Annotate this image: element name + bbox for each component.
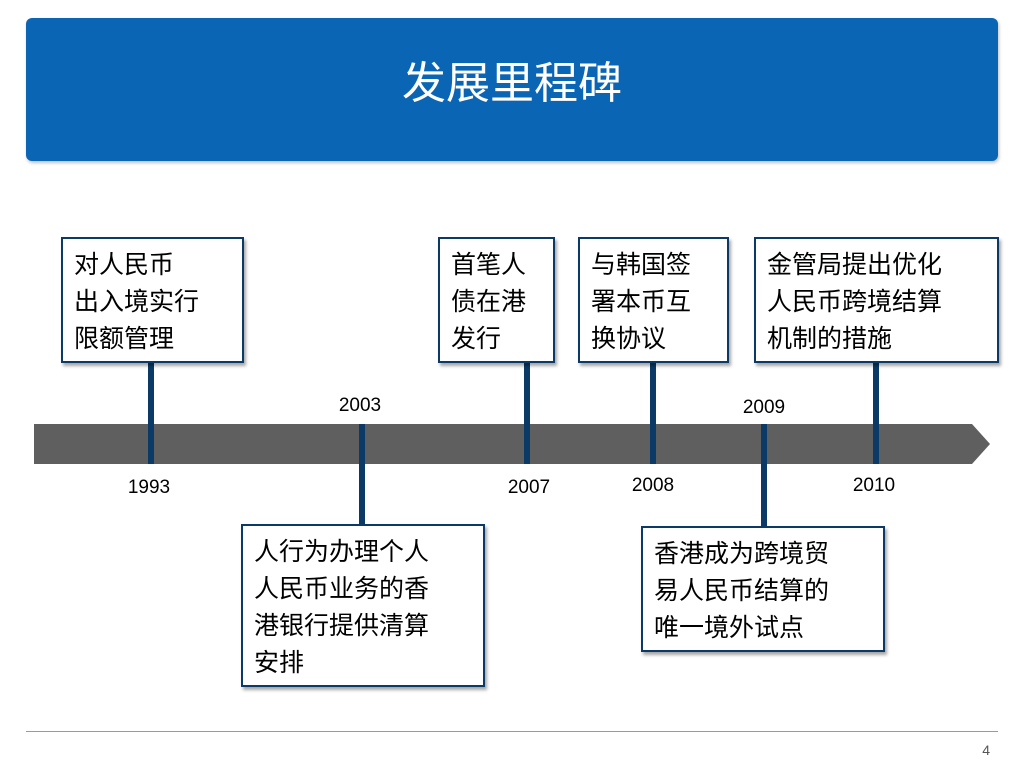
event-1993-line: 出入境实行 xyxy=(74,287,200,316)
connector-1993 xyxy=(148,361,154,464)
event-box-1993: 对人民币 出入境实行 限额管理 xyxy=(61,237,244,363)
event-2007-line: 首笔人 xyxy=(451,250,527,279)
connector-2008 xyxy=(650,361,656,464)
event-box-2007: 首笔人 债在港 发行 xyxy=(438,237,555,363)
event-2007-line: 发行 xyxy=(451,324,502,353)
event-1993-line: 对人民币 xyxy=(74,250,175,279)
event-2010-line: 人民币跨境结算 xyxy=(767,287,943,316)
event-2009-line: 易人民币结算的 xyxy=(654,576,830,605)
event-2009-line: 唯一境外试点 xyxy=(654,613,805,642)
page-number: 4 xyxy=(982,742,990,758)
connector-2010 xyxy=(873,361,879,464)
event-box-2010: 金管局提出优化 人民币跨境结算 机制的措施 xyxy=(754,237,999,363)
connector-2009 xyxy=(761,424,767,528)
event-box-2008: 与韩国签 署本币互 换协议 xyxy=(578,237,729,363)
timeline-bar xyxy=(34,424,972,464)
footer-divider xyxy=(26,731,998,732)
connector-2007 xyxy=(524,361,530,464)
event-2003-line: 港银行提供清算 xyxy=(254,611,430,640)
event-2003-line: 人民币业务的香 xyxy=(254,574,430,603)
year-label-1993: 1993 xyxy=(127,477,171,498)
event-2008-line: 与韩国签 xyxy=(591,250,692,279)
year-label-2007: 2007 xyxy=(507,477,551,498)
event-2007-line: 债在港 xyxy=(451,287,527,316)
year-label-2008: 2008 xyxy=(631,475,675,496)
timeline-arrowhead xyxy=(972,424,990,464)
event-box-2009: 香港成为跨境贸 易人民币结算的 唯一境外试点 xyxy=(641,526,885,652)
event-2008-line: 换协议 xyxy=(591,324,667,353)
event-2009-line: 香港成为跨境贸 xyxy=(654,539,830,568)
event-1993-line: 限额管理 xyxy=(74,324,175,353)
event-2003-line: 安排 xyxy=(254,648,305,677)
year-label-2010: 2010 xyxy=(852,475,896,496)
year-label-2003: 2003 xyxy=(338,395,382,416)
event-2010-line: 金管局提出优化 xyxy=(767,250,943,279)
event-2003-line: 人行为办理个人 xyxy=(254,537,430,566)
event-box-2003: 人行为办理个人 人民币业务的香 港银行提供清算 安排 xyxy=(241,524,485,687)
event-2010-line: 机制的措施 xyxy=(767,324,893,353)
event-2008-line: 署本币互 xyxy=(591,287,692,316)
slide-title: 发展里程碑 xyxy=(402,58,622,109)
year-label-2009: 2009 xyxy=(742,397,786,418)
connector-2003 xyxy=(359,424,365,526)
title-bar: 发展里程碑 xyxy=(26,18,998,161)
